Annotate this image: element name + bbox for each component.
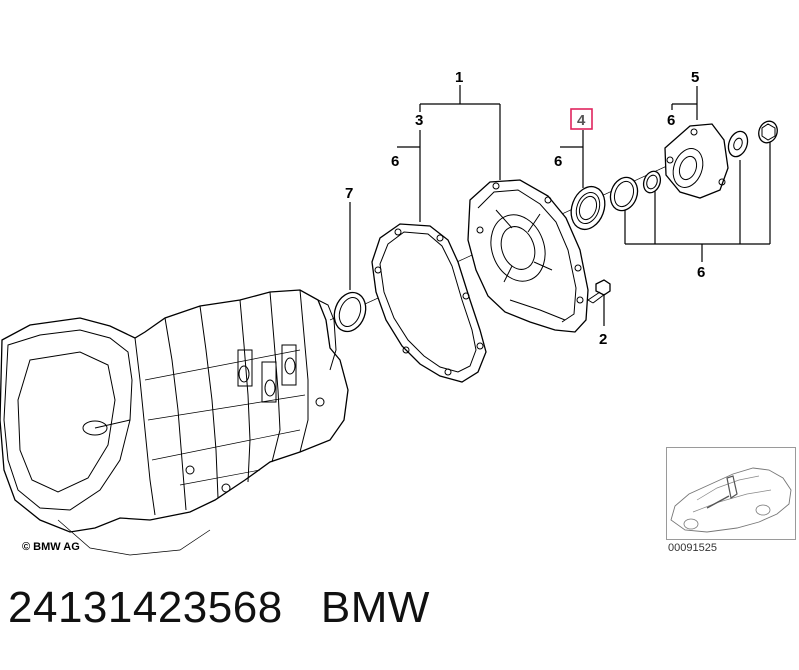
brand-name: BMW — [320, 583, 430, 632]
callout-6-left: 6 — [391, 153, 399, 170]
callout-7: 7 — [345, 185, 353, 202]
vehicle-thumbnail — [666, 447, 796, 540]
part-7-seal-ring — [333, 291, 367, 333]
part-number-footer: 24131423568 BMW — [8, 583, 430, 633]
callout-6-bottom: 6 — [697, 264, 705, 281]
part-4-shaft-seal — [570, 185, 606, 231]
callout-4: 4 — [577, 112, 586, 129]
callout-6-mid: 6 — [554, 153, 562, 170]
part-6-rings — [609, 120, 778, 212]
car-outline-icon — [670, 467, 792, 533]
callout-2: 2 — [599, 331, 607, 348]
copyright-label: © BMW AG — [22, 541, 80, 553]
leader-lines — [349, 85, 771, 326]
part-3-gasket — [371, 223, 487, 383]
callout-labels: 1 3 6 7 4 6 5 6 6 2 — [345, 69, 705, 348]
callout-6-right: 6 — [667, 112, 675, 129]
part-5-output-flange — [664, 123, 729, 199]
callout-4-highlight-box — [570, 108, 593, 130]
transmission-housing — [0, 289, 349, 556]
callout-3: 3 — [415, 112, 423, 129]
part-number: 24131423568 — [8, 583, 283, 632]
callout-5: 5 — [691, 69, 699, 86]
diagram-reference-number: 00091525 — [668, 542, 717, 554]
callout-1: 1 — [455, 69, 463, 86]
part-2-bolt — [587, 279, 611, 304]
part-1-rear-cover — [467, 179, 589, 333]
